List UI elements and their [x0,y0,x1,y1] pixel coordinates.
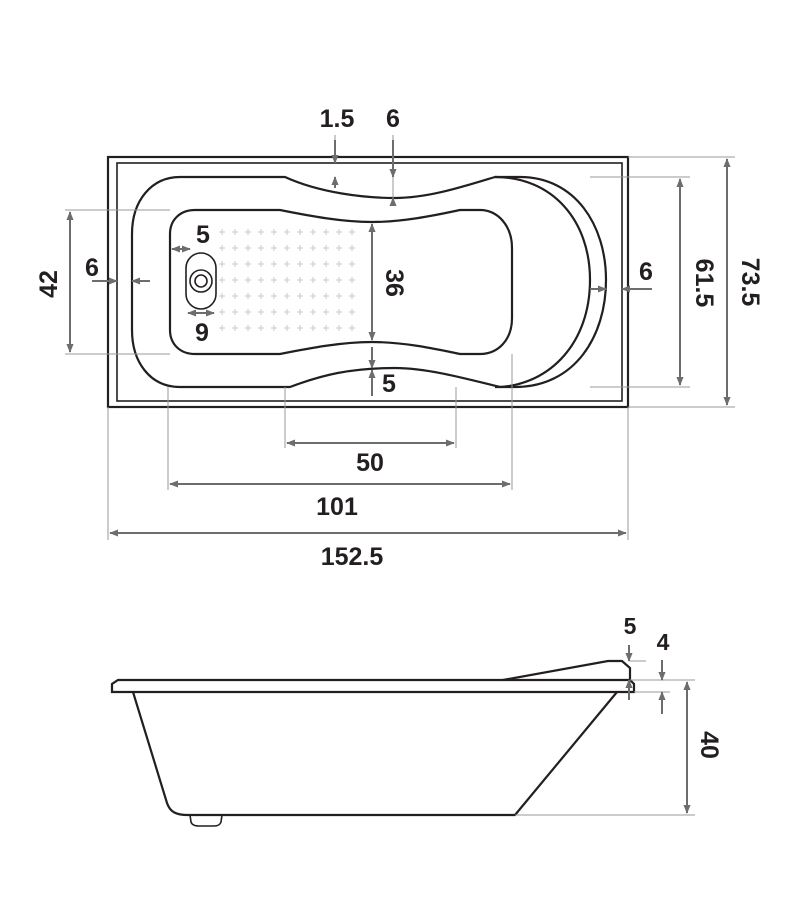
label-top-rim-outer: 6 [386,105,400,133]
label-floor-width: 36 [380,269,408,297]
label-overall-width: 73.5 [736,258,764,307]
label-right-rim: 6 [639,258,653,286]
label-floor-bottom-gap: 5 [382,370,396,398]
side-view: 5 4 40 [110,613,723,827]
drain-outer-ring [189,269,213,293]
label-top-rim-inner: 1.5 [320,105,355,133]
side-extension-lines [515,660,695,816]
label-side-headrest-step: 5 [624,613,637,639]
label-floor-length: 101 [316,493,358,521]
label-left-rim: 6 [85,254,99,282]
plan-extension-lines [65,135,735,540]
label-side-rim-thickness: 4 [657,629,670,655]
side-rim [110,678,636,694]
side-tub-body [131,691,618,817]
tub-backrest [495,175,608,389]
label-overall-depth: 40 [695,731,723,759]
plan-dimension-lines [66,140,731,537]
tub-inner-rim [116,162,623,402]
label-drain-offset: 5 [196,221,210,249]
side-headrest [502,659,632,682]
plan-view: 1.5 6 5 9 6 6 5 42 36 61.5 73.5 50 101 1… [35,105,764,571]
drain-inner-ring [194,274,208,288]
drain-slot [185,252,217,310]
side-dimension-lines [625,645,691,814]
tub-floor [168,208,514,356]
label-inner-width: 61.5 [690,259,718,308]
label-overall-length: 152.5 [321,543,384,571]
tub-basin-outer [130,175,592,389]
anti-slip-dot-grid [219,229,355,331]
side-foot [189,814,223,827]
label-left-height: 42 [35,270,63,298]
label-drain-diameter: 9 [195,319,209,347]
label-center-length: 50 [356,449,384,477]
